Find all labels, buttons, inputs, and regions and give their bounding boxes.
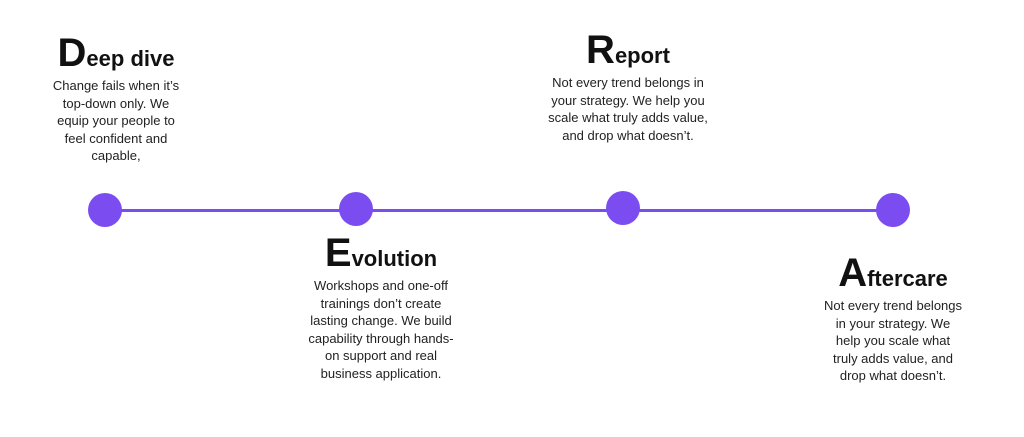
step-description: Change fails when it’s top-down only. We…	[40, 77, 192, 165]
step-report: Report Not every trend belongs in your s…	[530, 30, 726, 144]
description-line: Change fails when it’s	[52, 78, 180, 93]
step-title-rest: volution	[351, 246, 438, 271]
step-title-rest: eep dive	[86, 46, 175, 71]
description-line: help you scale what	[835, 333, 951, 348]
step-initial: D	[57, 31, 87, 75]
description-line: capable,	[91, 148, 141, 163]
step-title: Deep dive	[40, 33, 192, 73]
description-line: scale what truly adds value,	[548, 110, 708, 125]
description-line: on support and real	[324, 348, 438, 363]
step-initial: R	[586, 28, 615, 72]
timeline-node-aftercare	[876, 193, 910, 227]
step-title-rest: ftercare	[867, 266, 948, 291]
description-line: equip your people to	[57, 113, 175, 128]
step-title: Evolution	[286, 233, 476, 273]
description-line: capability through hands-	[308, 330, 454, 346]
description-line: Not every trend belongs in	[552, 75, 704, 90]
description-line: your strategy. We help you	[551, 92, 705, 108]
description-line: business application.	[320, 365, 442, 381]
timeline-node-report	[606, 191, 640, 225]
step-description: Not every trend belongs in your strategy…	[530, 74, 726, 144]
description-line: truly adds value, and	[833, 350, 953, 366]
description-line: top-down only. We	[62, 95, 170, 111]
step-deep-dive: Deep dive Change fails when it’s top-dow…	[40, 33, 192, 165]
description-line: and drop what doesn’t.	[562, 127, 694, 143]
step-initial: E	[324, 231, 352, 275]
timeline-node-evolution	[339, 192, 373, 226]
description-line: Not every trend belongs	[823, 298, 963, 313]
step-evolution: Evolution Workshops and one-off training…	[286, 233, 476, 382]
timeline-line	[105, 209, 893, 212]
description-line: feel confident and	[64, 130, 168, 146]
description-line: trainings don’t create	[320, 295, 442, 311]
description-line: lasting change. We build	[310, 313, 452, 328]
step-title: Report	[530, 30, 726, 70]
step-description: Workshops and one-off trainings don’t cr…	[286, 277, 476, 382]
description-line: drop what doesn’t.	[839, 368, 947, 383]
step-description: Not every trend belongs in your strategy…	[808, 297, 978, 385]
description-line: in your strategy. We	[835, 315, 951, 331]
step-aftercare: Aftercare Not every trend belongs in you…	[808, 253, 978, 385]
description-line: Workshops and one-off	[314, 278, 448, 293]
step-initial: A	[838, 251, 868, 295]
step-title-rest: eport	[614, 43, 670, 68]
timeline-node-deep-dive	[88, 193, 122, 227]
step-title: Aftercare	[808, 253, 978, 293]
